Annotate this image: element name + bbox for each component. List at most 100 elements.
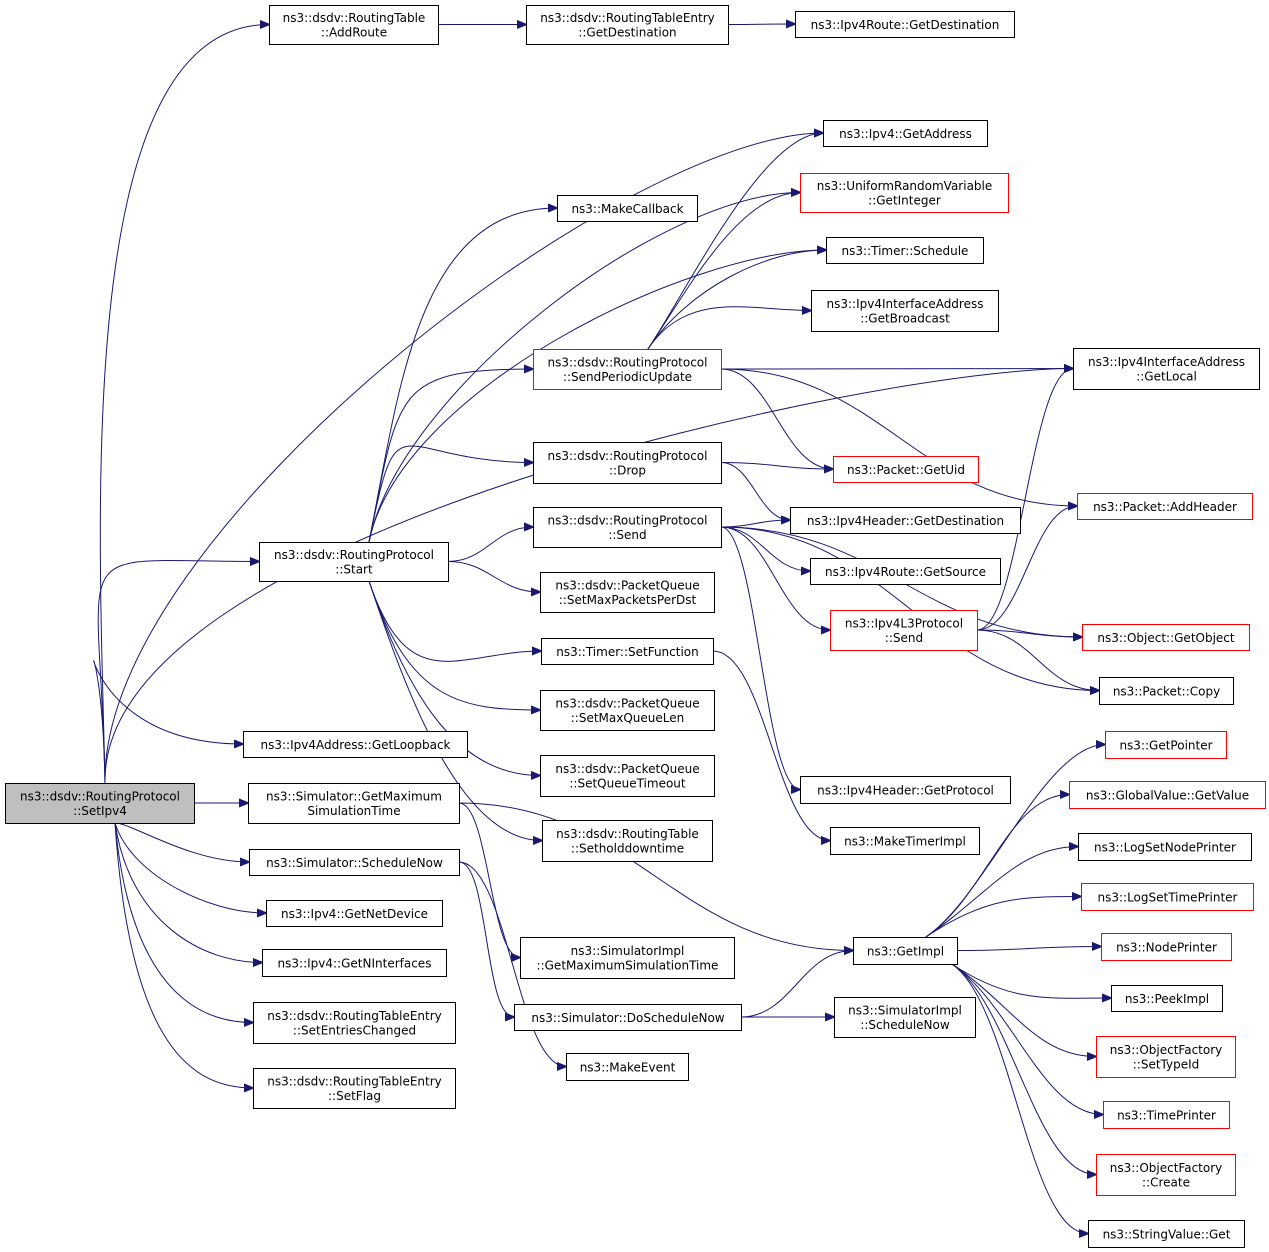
node-addroute[interactable]: ns3::dsdv::RoutingTable::AddRoute (269, 5, 439, 45)
node-box (269, 5, 439, 45)
node-globalvalue-getvalue[interactable]: ns3::GlobalValue::GetValue (1069, 781, 1266, 809)
node-timeprinter[interactable]: ns3::TimePrinter (1103, 1101, 1230, 1129)
node-box (1111, 985, 1223, 1012)
node-iia-getlocal[interactable]: ns3::Ipv4InterfaceAddress::GetLocal (1073, 348, 1260, 390)
edge-start-to-pq-setmaxpackets (447, 561, 540, 593)
node-box (540, 755, 715, 797)
node-send[interactable]: ns3::dsdv::RoutingProtocol::Send (533, 507, 722, 548)
node-ipv4header-getdest[interactable]: ns3::Ipv4Header::GetDestination (790, 507, 1021, 534)
node-box (1081, 883, 1254, 911)
node-getpointer[interactable]: ns3::GetPointer (1105, 731, 1227, 759)
node-ipv4route-getsource[interactable]: ns3::Ipv4Route::GetSource (810, 558, 1001, 585)
node-simimpl-getmaxsimtime[interactable]: ns3::SimulatorImpl::GetMaximumSimulation… (520, 937, 735, 979)
node-iia-getbroadcast[interactable]: ns3::Ipv4InterfaceAddress::GetBroadcast (811, 290, 999, 332)
node-sim-schedulenow[interactable]: ns3::Simulator::ScheduleNow (249, 849, 460, 876)
edge-sim-getmaxsimtime-to-getimpl (458, 802, 853, 951)
edge-sim-getmaxsimtime-to-simimpl-getmaxsimtime (458, 802, 520, 958)
node-box (514, 1004, 742, 1031)
node-pq-setmaxpackets[interactable]: ns3::dsdv::PacketQueue::SetMaxPacketsPer… (540, 572, 715, 613)
node-box (542, 820, 713, 862)
node-rte-getdest[interactable]: ns3::dsdv::RoutingTableEntry::GetDestina… (526, 5, 729, 45)
node-stringvalue-get[interactable]: ns3::StringValue::Get (1088, 1220, 1245, 1248)
edges-layer (93, 24, 1111, 1234)
node-label-line: ns3::LogSetTimePrinter (1097, 890, 1237, 904)
node-sim-getmaxsimtime[interactable]: ns3::Simulator::GetMaximumSimulationTime (248, 783, 460, 824)
node-ipv4route-getdest[interactable]: ns3::Ipv4Route::GetDestination (795, 11, 1015, 38)
node-packet-getuid[interactable]: ns3::Packet::GetUid (833, 456, 979, 483)
node-label-line: ns3::Simulator::DoScheduleNow (531, 1011, 724, 1025)
node-timer-schedule[interactable]: ns3::Timer::Schedule (826, 237, 984, 264)
node-box (823, 120, 988, 147)
node-objectfactory-create[interactable]: ns3::ObjectFactory::Create (1096, 1154, 1236, 1196)
node-objectfactory-settypeid[interactable]: ns3::ObjectFactory::SetTypeId (1096, 1036, 1236, 1078)
node-label-line: ns3::UniformRandomVariable (817, 179, 993, 193)
node-setipv4[interactable]: ns3::dsdv::RoutingProtocol::SetIpv4 (5, 783, 195, 824)
node-rte-setflag[interactable]: ns3::dsdv::RoutingTableEntry::SetFlag (253, 1068, 456, 1109)
node-pq-setqueuetimeout[interactable]: ns3::dsdv::PacketQueue::SetQueueTimeout (540, 755, 715, 797)
edge-setipv4-to-ipv4-getaddress (104, 133, 823, 784)
node-label-line: ::Setholddowntime (571, 842, 684, 856)
node-label-line: ::SetFlag (328, 1089, 381, 1103)
node-box (1096, 1036, 1236, 1078)
node-sendperiodicupdate[interactable]: ns3::dsdv::RoutingProtocol::SendPeriodic… (533, 349, 722, 390)
node-makeevent[interactable]: ns3::MakeEvent (566, 1053, 689, 1081)
node-label-line: ns3::dsdv::PacketQueue (555, 762, 699, 776)
node-label-line: ns3::Ipv4Route::GetSource (825, 565, 986, 579)
edge-start-to-timer-setfunction (368, 580, 541, 662)
node-start[interactable]: ns3::dsdv::RoutingProtocol::Start (259, 542, 449, 582)
node-ipv4header-getprotocol[interactable]: ns3::Ipv4Header::GetProtocol (800, 776, 1011, 804)
node-pq-setmaxqueuelen[interactable]: ns3::dsdv::PacketQueue::SetMaxQueueLen (540, 690, 715, 731)
node-drop[interactable]: ns3::dsdv::RoutingProtocol::Drop (533, 442, 722, 484)
node-uniform-getinteger[interactable]: ns3::UniformRandomVariable::GetInteger (800, 173, 1009, 213)
edge-rte-getdest-to-ipv4route-getdest (727, 24, 795, 25)
node-label-line: ::GetInteger (868, 194, 941, 208)
node-packet-copy[interactable]: ns3::Packet::Copy (1099, 677, 1234, 705)
edge-sendperiodicupdate-to-iia-getlocal (720, 369, 1073, 370)
node-box (1103, 1101, 1230, 1129)
node-label-line: ::AddRoute (321, 26, 387, 40)
edge-setipv4-to-iia-getlocal (104, 369, 1073, 784)
node-logsettimeprinter[interactable]: ns3::LogSetTimePrinter (1081, 883, 1254, 911)
node-packet-addheader[interactable]: ns3::Packet::AddHeader (1077, 493, 1253, 520)
node-box (826, 237, 984, 264)
node-rte-setentrieschanged[interactable]: ns3::dsdv::RoutingTableEntry::SetEntries… (253, 1002, 456, 1044)
node-box (790, 507, 1021, 534)
node-getloopback[interactable]: ns3::Ipv4Address::GetLoopback (243, 731, 468, 758)
node-object-getobject[interactable]: ns3::Object::GetObject (1082, 624, 1250, 651)
node-label-line: ns3::Ipv4::GetNInterfaces (278, 956, 432, 970)
node-maketimerimpl[interactable]: ns3::MakeTimerImpl (830, 827, 980, 855)
node-sim-doschedulenow[interactable]: ns3::Simulator::DoScheduleNow (514, 1004, 742, 1031)
node-makecallback[interactable]: ns3::MakeCallback (557, 195, 698, 222)
node-box (248, 783, 460, 824)
node-label-line: ns3::Ipv4::GetAddress (839, 127, 972, 141)
node-label-line: ::ScheduleNow (860, 1018, 950, 1032)
node-label-line: ::SetMaxQueueLen (571, 711, 684, 725)
node-peekimpl[interactable]: ns3::PeekImpl (1111, 985, 1223, 1012)
edge-getimpl-to-logsettimeprinter (925, 897, 1081, 938)
edge-setipv4-to-start (97, 561, 259, 784)
node-l3-send[interactable]: ns3::Ipv4L3Protocol::Send (830, 610, 978, 651)
node-label-line: ns3::dsdv::RoutingTableEntry (540, 11, 715, 25)
node-box (540, 690, 715, 731)
node-nodeprinter[interactable]: ns3::NodePrinter (1101, 933, 1232, 961)
node-label-line: ns3::GetImpl (867, 944, 944, 958)
node-logsetnodeprinter[interactable]: ns3::LogSetNodePrinter (1078, 833, 1252, 861)
node-box (830, 610, 978, 651)
node-label-line: ns3::StringValue::Get (1103, 1227, 1231, 1241)
node-getimpl[interactable]: ns3::GetImpl (853, 937, 958, 965)
node-label-line: ns3::GetPointer (1119, 738, 1212, 752)
edge-drop-to-packet-getuid (720, 462, 833, 470)
edge-l3-send-to-object-getobject (976, 629, 1082, 637)
node-ipv4-getaddress[interactable]: ns3::Ipv4::GetAddress (823, 120, 988, 147)
node-ipv4-getninterfaces[interactable]: ns3::Ipv4::GetNInterfaces (262, 949, 447, 977)
edge-sendperiodicupdate-to-iia-getbroadcast (647, 307, 811, 350)
node-simimpl-schedulenow[interactable]: ns3::SimulatorImpl::ScheduleNow (834, 997, 976, 1038)
node-timer-setfunction[interactable]: ns3::Timer::SetFunction (541, 638, 714, 665)
edge-sim-schedulenow-to-makeevent (458, 861, 566, 1067)
node-ipv4-getnetdevice[interactable]: ns3::Ipv4::GetNetDevice (266, 900, 443, 927)
node-label-line: ns3::dsdv::RoutingProtocol (20, 790, 180, 804)
node-rt-setholddowntime[interactable]: ns3::dsdv::RoutingTable::Setholddowntime (542, 820, 713, 862)
node-box (833, 456, 979, 483)
edge-getimpl-to-globalvalue-getvalue (925, 795, 1069, 938)
